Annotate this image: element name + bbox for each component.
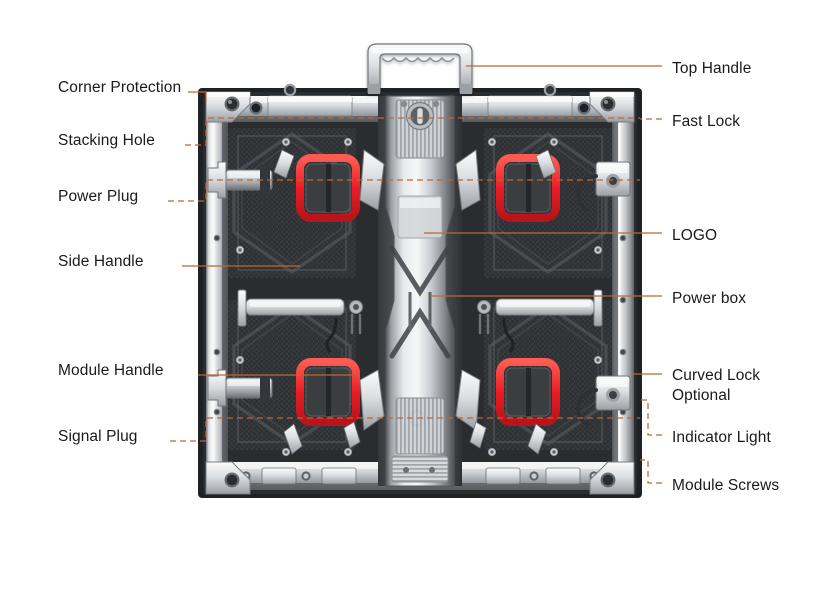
label-fast-lock: Fast Lock bbox=[672, 113, 741, 130]
leader-lines bbox=[168, 65, 662, 484]
top-handle[interactable] bbox=[367, 43, 473, 94]
label-module-screws: Module Screws bbox=[672, 477, 780, 494]
label-corner-protection: Corner Protection bbox=[58, 79, 182, 96]
logo-plate bbox=[397, 195, 443, 239]
side-handle-left[interactable] bbox=[237, 289, 363, 334]
module-handle-bottom-left[interactable] bbox=[296, 358, 360, 426]
leader-indicator-light bbox=[640, 399, 662, 436]
label-module-handle: Module Handle bbox=[58, 362, 164, 379]
stacking-hole-right bbox=[487, 83, 573, 117]
label-curved-lock: Curved Lock Optional bbox=[672, 367, 761, 404]
power-box-bottom-ribs bbox=[391, 397, 449, 483]
corner-protection-top-left bbox=[205, 91, 251, 123]
side-handle-right[interactable] bbox=[477, 289, 603, 334]
label-top-handle: Top Handle bbox=[672, 60, 752, 77]
label-power-plug: Power Plug bbox=[58, 188, 139, 205]
label-stacking-hole: Stacking Hole bbox=[58, 132, 155, 149]
module-clips bbox=[273, 149, 557, 455]
stacking-hole-left bbox=[267, 83, 353, 117]
power-box bbox=[378, 95, 462, 487]
label-side-handle: Side Handle bbox=[58, 253, 144, 270]
leader-corner-protection bbox=[188, 91, 207, 101]
left-side-rail bbox=[206, 100, 228, 486]
module-lock-hooks bbox=[325, 317, 515, 353]
curved-lock-bottom[interactable] bbox=[575, 375, 631, 426]
leader-module-screws bbox=[640, 459, 662, 484]
curved-lock-top[interactable] bbox=[575, 161, 631, 212]
stacking-hole-socket-left bbox=[249, 101, 263, 115]
corner-protection-top-right bbox=[589, 91, 635, 123]
leader-signal-plug bbox=[170, 417, 640, 442]
module-handle-top-left[interactable] bbox=[296, 154, 360, 222]
module-handle-bottom-right[interactable] bbox=[496, 358, 560, 426]
stacking-hole-socket-right bbox=[577, 101, 591, 115]
led-cabinet-body bbox=[198, 43, 642, 498]
leader-power-plug bbox=[168, 179, 640, 202]
signal-plug[interactable] bbox=[207, 369, 273, 407]
corner-protection-bottom-right bbox=[589, 461, 635, 495]
corner-protection-bottom-left bbox=[205, 461, 251, 495]
label-signal-plug: Signal Plug bbox=[58, 428, 138, 445]
label-power-box: Power box bbox=[672, 290, 747, 307]
fast-lock[interactable] bbox=[400, 100, 440, 131]
module-latch-arms bbox=[359, 149, 481, 431]
module-handle-top-right[interactable] bbox=[496, 154, 560, 222]
right-side-rail bbox=[612, 100, 634, 486]
label-logo: LOGO bbox=[672, 227, 718, 244]
power-box-contour bbox=[389, 245, 451, 359]
leader-stacking-hole bbox=[185, 117, 640, 146]
label-indicator-light: Indicator Light bbox=[672, 429, 771, 446]
